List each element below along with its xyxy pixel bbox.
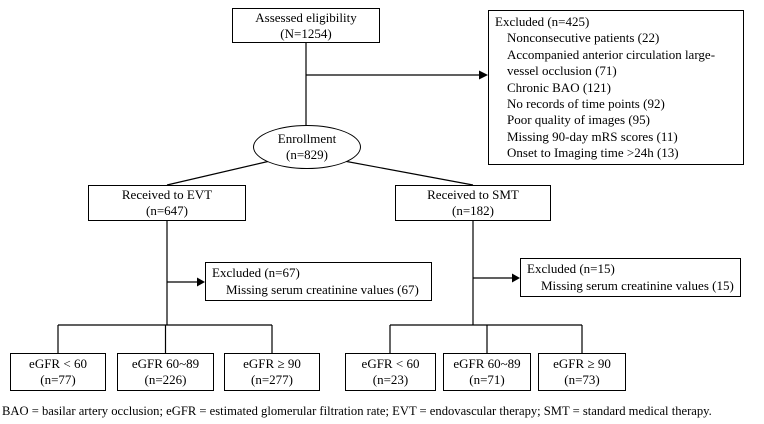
excluded-smt-item: Missing serum creatinine values (15)	[541, 277, 734, 293]
assessed-eligibility-count: (N=1254)	[280, 25, 332, 41]
excluded-main-box: Excluded (n=425) Nonconsecutive patients…	[488, 10, 744, 165]
arrowhead-excluded-evt	[197, 277, 205, 287]
arrowhead-excluded-main	[479, 70, 488, 80]
excluded-smt-box: Excluded (n=15) Missing serum creatinine…	[520, 258, 741, 297]
excluded-item-onset-24h: Onset to Imaging time >24h (13)	[507, 145, 679, 161]
evt-egfr-lt60-count: (n=77)	[40, 372, 76, 387]
evt-egfr-ge90-count: (n=277)	[251, 372, 293, 387]
excluded-smt-title: Excluded (n=15)	[527, 261, 615, 276]
evt-egfr-ge90-box: eGFR ≥ 90 (n=277)	[224, 353, 320, 391]
evt-egfr-60-89-label: eGFR 60~89	[131, 356, 200, 371]
smt-arm-count: (n=182)	[452, 203, 494, 218]
smt-egfr-60-89-count: (n=71)	[469, 372, 505, 387]
evt-arm-label: Received to EVT	[121, 187, 213, 202]
smt-egfr-lt60-box: eGFR < 60 (n=23)	[345, 353, 436, 391]
enrollment-label: Enrollment	[277, 131, 337, 146]
excluded-item-chronic-bao: Chronic BAO (121)	[507, 79, 611, 95]
arrowhead-excluded-smt	[512, 273, 520, 283]
enrollment-count: (n=829)	[286, 147, 328, 162]
line-enrollment-to-smt	[343, 160, 474, 186]
evt-egfr-ge90-label: eGFR ≥ 90	[243, 356, 301, 371]
smt-egfr-lt60-label: eGFR < 60	[361, 356, 420, 371]
assessed-eligibility-label: Assessed eligibility	[255, 9, 357, 25]
excluded-evt-box: Excluded (n=67) Missing serum creatinine…	[205, 262, 432, 301]
excluded-item-nonconsecutive: Nonconsecutive patients (22)	[507, 30, 660, 46]
smt-egfr-60-89-box: eGFR 60~89 (n=71)	[443, 353, 531, 391]
evt-arm-count: (n=647)	[146, 203, 188, 218]
smt-arm-box: Received to SMT (n=182)	[395, 185, 551, 221]
line-enrollment-to-evt	[166, 160, 271, 186]
excluded-item-anterior-occlusion: Accompanied anterior circulation large-v…	[507, 46, 716, 79]
smt-egfr-ge90-box: eGFR ≥ 90 (n=73)	[538, 353, 626, 391]
smt-egfr-ge90-label: eGFR ≥ 90	[553, 356, 611, 371]
evt-egfr-lt60-box: eGFR < 60 (n=77)	[10, 353, 106, 391]
excluded-item-missing-mrs: Missing 90-day mRS scores (11)	[507, 128, 678, 144]
evt-arm-box: Received to EVT (n=647)	[88, 185, 246, 221]
excluded-evt-title: Excluded (n=67)	[212, 265, 300, 280]
evt-egfr-60-89-count: (n=226)	[144, 372, 187, 387]
enrollment-ellipse: Enrollment (n=829)	[253, 125, 361, 169]
smt-arm-label: Received to SMT	[427, 187, 519, 202]
excluded-evt-item: Missing serum creatinine values (67)	[226, 281, 419, 297]
excluded-main-title: Excluded (n=425)	[495, 14, 590, 29]
smt-egfr-60-89-label: eGFR 60~89	[453, 356, 521, 371]
legend-text: BAO = basilar artery occlusion; eGFR = e…	[2, 404, 712, 418]
assessed-eligibility-box: Assessed eligibility (N=1254)	[232, 8, 380, 43]
excluded-item-poor-images: Poor quality of images (95)	[507, 112, 650, 128]
smt-egfr-ge90-count: (n=73)	[564, 372, 600, 387]
excluded-item-no-time-points: No records of time points (92)	[507, 96, 665, 112]
smt-egfr-lt60-count: (n=23)	[372, 372, 409, 387]
evt-egfr-60-89-box: eGFR 60~89 (n=226)	[117, 353, 214, 391]
evt-egfr-lt60-label: eGFR < 60	[29, 356, 87, 371]
